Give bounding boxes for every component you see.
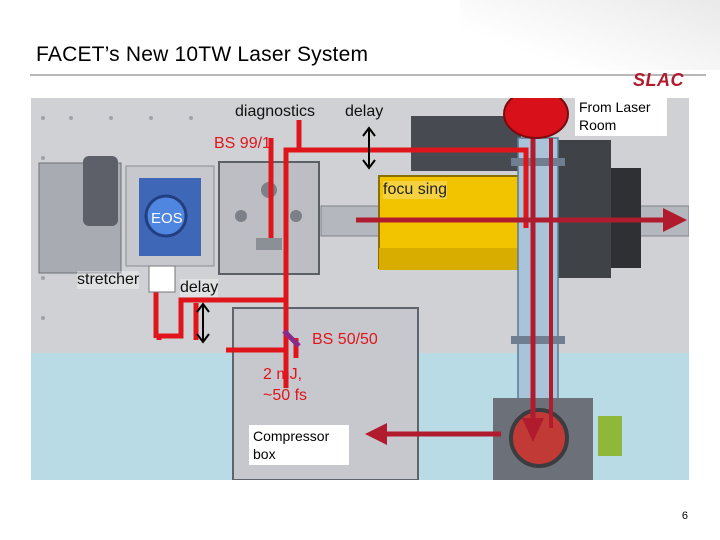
delay-bottom-label: delay xyxy=(180,279,219,297)
pulse-label: ~50 fs xyxy=(263,387,308,404)
laser-input-dome xyxy=(503,98,569,139)
eos-label: EOS xyxy=(151,210,183,227)
page-number: 6 xyxy=(681,510,688,522)
bs-50-label: BS 50/50 xyxy=(312,331,378,348)
dark-housing xyxy=(411,116,521,171)
camera-body xyxy=(83,156,118,226)
energy-label: 2 mJ, xyxy=(263,366,303,383)
delay-top-label: delay xyxy=(345,103,384,120)
header-gradient xyxy=(460,0,720,70)
delay-arrows xyxy=(196,126,376,344)
slac-logo: SLAC xyxy=(633,70,684,90)
stretcher-label: stretcher xyxy=(77,271,140,289)
from-laser-room-label: From Laser Room xyxy=(575,96,667,136)
compressor-label: Compressor box xyxy=(249,425,349,465)
stretcher-box xyxy=(148,265,176,293)
title-divider xyxy=(30,74,706,76)
slide-title: FACET’s New 10TW Laser System xyxy=(36,43,369,66)
focusing-label: focu sing xyxy=(383,181,448,199)
laser-table-photo: EOS xyxy=(31,98,689,480)
bs-50-mirror xyxy=(282,329,301,348)
bs-99-label: BS 99/1 xyxy=(214,135,271,152)
diagnostics-label: diagnostics xyxy=(235,103,316,120)
laser-table-illustration: EOS xyxy=(31,98,689,480)
